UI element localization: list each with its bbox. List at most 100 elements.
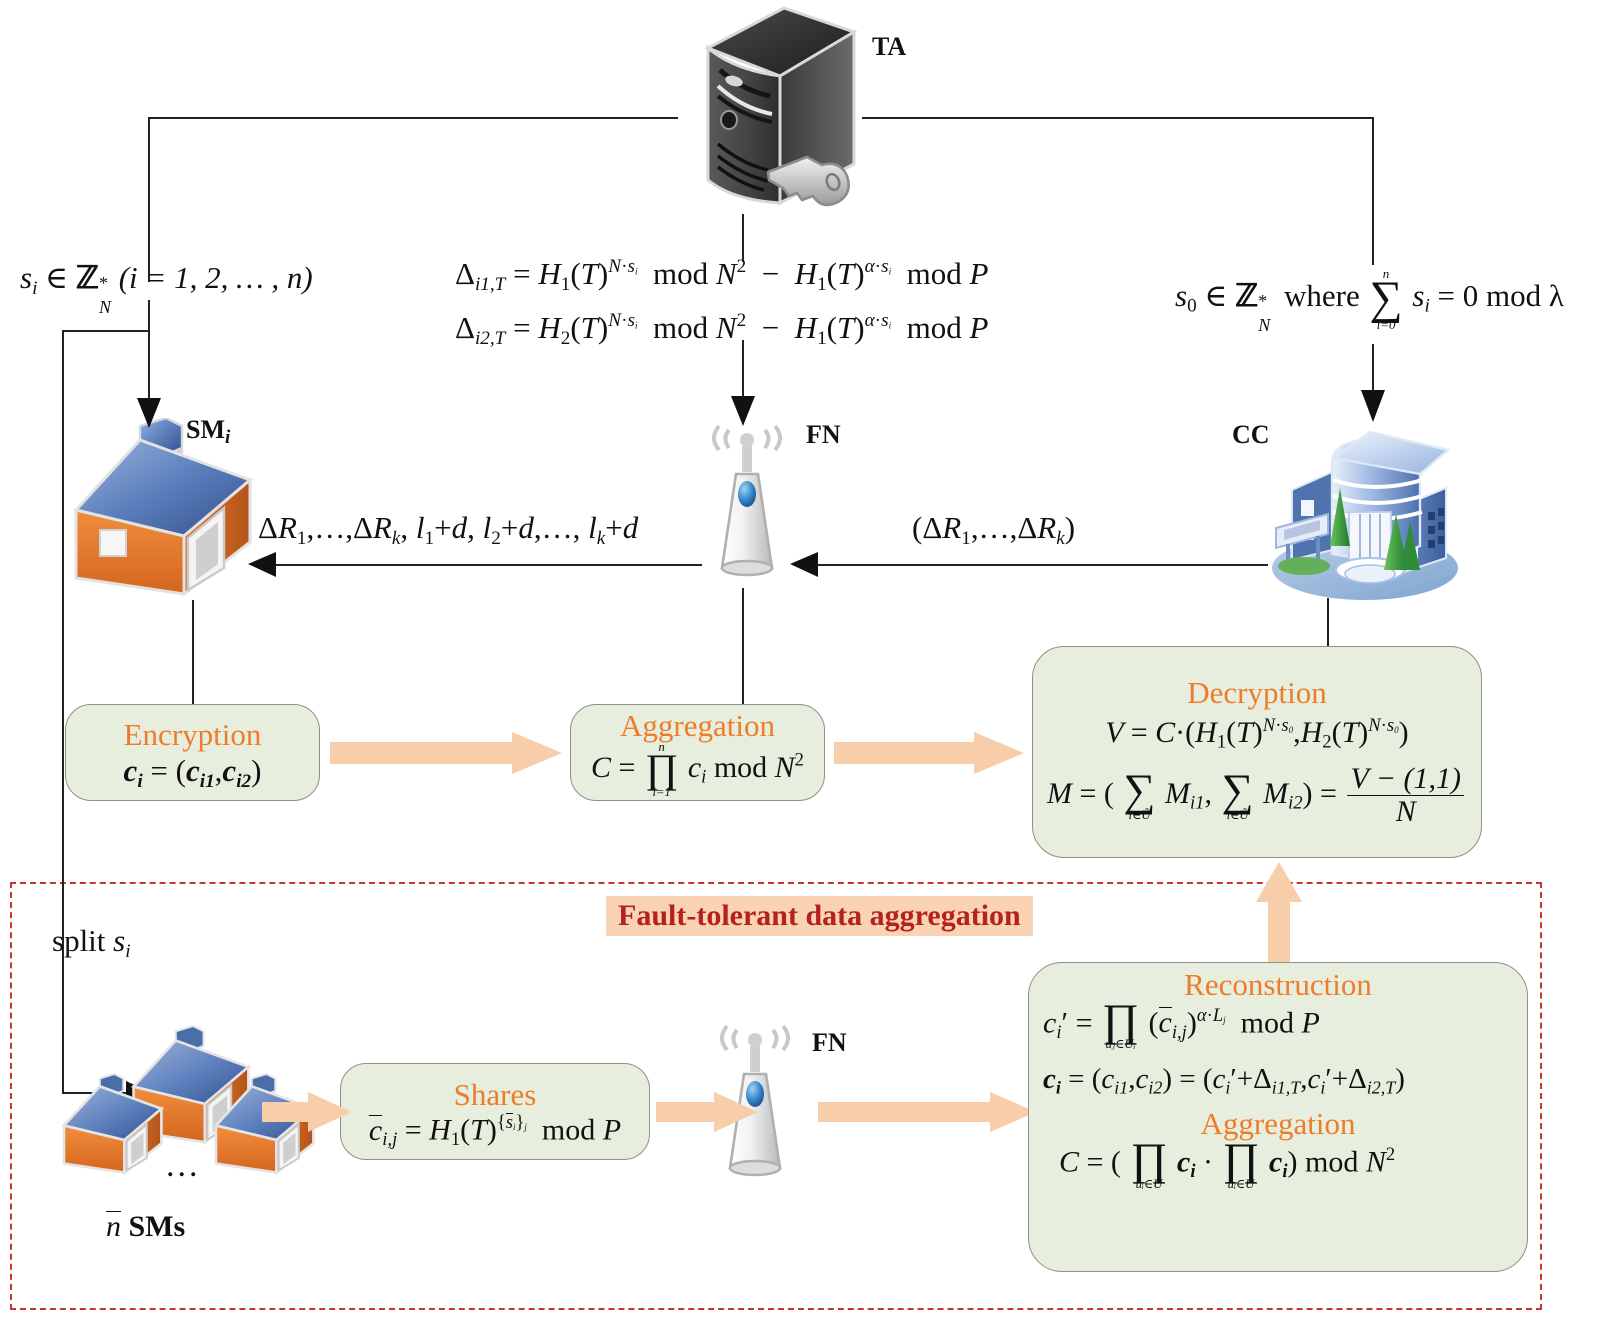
sum-body-sub: i	[1424, 295, 1430, 317]
reconstruction-line2: ci = (ci1,ci2) = (ci′+Δi1,T,ci′+Δi2,T)	[1043, 1062, 1405, 1098]
label-cc: CC	[1232, 420, 1270, 449]
line-ta-down-2	[742, 340, 744, 402]
label-n-bar: n	[106, 1210, 121, 1243]
sym-delta1-sub: i1,T	[474, 273, 506, 295]
reconstruction-prod-lower: uⱼ∈Üᵢ	[1105, 1037, 1136, 1052]
line-ta-left	[148, 117, 678, 119]
line-split-top-join	[62, 330, 150, 332]
label-sm-subscript: i	[225, 426, 231, 448]
decryption-frac-den: N	[1395, 795, 1416, 829]
line-cc-to-fn	[800, 564, 1268, 566]
sym-s0-sub: 0	[1187, 295, 1197, 317]
sym-s: s	[20, 260, 33, 295]
aggregation-bottom-formula: C = ( ∏uᵢ∈Ũ ci · ∏uᵢ∈Û ci) mod N2	[1059, 1134, 1396, 1191]
decryption-sum1-lower: i∈Ũ	[1128, 807, 1151, 822]
decryption-line2: M = ( ∑i∈Ũ Mi1, ∑i∈Ũ Mi2) = V − (1,1)N	[1047, 761, 1467, 829]
sum-body: s	[1412, 277, 1425, 313]
box-decryption: Decryption V = C·(H1(T)N·s0,H2(T)N·s0) M…	[1032, 646, 1482, 858]
sym-Z-sub: N	[98, 297, 111, 317]
aggregation-top-formula: C = n∏i=1 ci mod N2	[591, 739, 804, 799]
cc-building-icon	[1270, 418, 1460, 603]
label-sm: SMi	[186, 415, 230, 449]
fault-tolerant-region	[10, 882, 1542, 1310]
label-fn-bottom: FN	[812, 1028, 847, 1057]
decryption-sum2-lower: i∈Ũ	[1226, 807, 1249, 822]
line-right-down-2	[1372, 344, 1374, 396]
aggregation-bottom-prod2-lower: uᵢ∈Û	[1227, 1176, 1255, 1191]
label-delta-i1: Δi1,T = H1(T)N·si mod N2 − H1(T)α·si mod…	[455, 256, 989, 295]
sum-equals: = 0 mod λ	[1437, 277, 1564, 313]
line-sm-to-encryption	[192, 600, 194, 704]
line-fn-to-sm	[262, 564, 702, 566]
box-reconstruction: Reconstruction ci′ = ∏uⱼ∈Üᵢ (ci,j)α·Lj m…	[1028, 962, 1528, 1272]
sm-group-ellipsis: ...	[166, 1147, 201, 1184]
aggregation-bottom-prod1-lower: uᵢ∈Ũ	[1135, 1176, 1163, 1191]
arrow-shares-to-fn	[656, 1092, 758, 1132]
sym-Z: ℤ	[75, 260, 99, 295]
arrowhead-to-sm	[137, 398, 161, 428]
box-shares: Shares ci,j = H1(T){si}j mod P	[340, 1063, 650, 1160]
sym-index-range: (i = 1, 2, … , n)	[118, 260, 313, 295]
arrow-smgroup-to-shares	[262, 1092, 352, 1132]
arrowhead-to-fn	[731, 396, 755, 426]
sum-upper: n	[1382, 266, 1390, 281]
box-encryption: Encryption ci = (ci1,ci2)	[65, 704, 320, 801]
line-ta-down	[742, 214, 744, 262]
arrowhead-to-cc	[1361, 390, 1385, 422]
sym-s-sub: i	[32, 277, 38, 299]
encryption-formula: ci = (ci1,ci2)	[123, 753, 262, 792]
arrow-aggregation-to-decryption	[834, 732, 1024, 774]
decryption-title: Decryption	[1187, 675, 1327, 711]
sym-s0: s	[1175, 277, 1188, 313]
shares-formula: ci,j = H1(T){si}j mod P	[368, 1111, 622, 1151]
sym-Z-2: ℤ	[1235, 277, 1259, 313]
sym-delta1: Δ	[455, 256, 475, 291]
sym-Z2-sub: N	[1258, 314, 1271, 335]
label-fn-top: FN	[806, 420, 841, 449]
reconstruction-title: Reconstruction	[1184, 967, 1372, 1002]
sym-in: ∈	[45, 260, 69, 295]
decryption-line1: V = C·(H1(T)N·s0,H2(T)N·s0)	[1105, 714, 1409, 753]
label-cc-to-fn: (ΔR1,…,ΔRk)	[912, 510, 1076, 549]
arrow-reconstruction-to-decryption	[1256, 862, 1302, 970]
encryption-title: Encryption	[123, 717, 262, 753]
aggregation-top-title: Aggregation	[620, 707, 775, 743]
reconstruction-line1: ci′ = ∏uⱼ∈Üᵢ (ci,j)α·Lj mod P	[1043, 995, 1320, 1052]
decryption-frac-num: V − (1,1)	[1350, 761, 1461, 795]
arrow-fn-to-reconstruction	[818, 1092, 1036, 1132]
ta-server-icon	[676, 4, 866, 219]
prod-lower: i=1	[652, 784, 671, 799]
arrowhead-cc-to-fn	[790, 552, 818, 577]
sym-Z-sup: *	[98, 273, 108, 293]
label-split: split si	[52, 923, 131, 961]
label-sms-text: SMs	[128, 1210, 186, 1243]
sm-house-icon	[60, 416, 260, 598]
line-cc-to-decryption	[1327, 598, 1329, 646]
fn-tower-icon-bottom	[700, 1018, 810, 1188]
fn-tower-icon-top	[692, 418, 802, 588]
label-s0-domain: s0 ∈ ℤ*N where n∑i=0 si = 0 mod λ	[1175, 266, 1564, 335]
line-split-down	[62, 330, 64, 1092]
arrowhead-fn-to-sm	[248, 552, 276, 577]
arrow-encryption-to-aggregation	[330, 732, 562, 774]
line-ta-right	[862, 117, 1374, 119]
split-symbol: s	[113, 923, 126, 958]
label-delta-i2: Δi2,T = H2(T)N·si mod N2 − H1(T)α·si mod…	[455, 310, 989, 349]
line-left-down-2	[148, 300, 150, 405]
sym-delta2-sub: i2,T	[474, 327, 506, 349]
shares-title: Shares	[453, 1076, 537, 1112]
fault-tolerant-region-title: Fault-tolerant data aggregation	[606, 896, 1033, 936]
label-n-sms: n SMs	[106, 1210, 185, 1244]
label-s-i-domain: si ∈ ℤ* N (i = 1, 2, … , n)	[20, 260, 313, 316]
split-symbol-sub: i	[125, 940, 131, 962]
label-ta: TA	[872, 32, 907, 61]
line-fn-to-aggregation	[742, 588, 744, 704]
sum-lower: i=0	[1376, 316, 1396, 332]
sym-Z2-sup: *	[1258, 290, 1268, 311]
label-sm-text: SM	[186, 415, 225, 444]
aggregation-bottom-title: Aggregation	[1200, 1106, 1356, 1142]
label-fn-to-sm: ΔR1,…,ΔRk, l1+d, l2+d,…, lk+d	[258, 510, 639, 549]
sym-in-2: ∈	[1204, 277, 1228, 313]
split-word: split	[52, 923, 106, 958]
line-right-down	[1372, 117, 1374, 265]
